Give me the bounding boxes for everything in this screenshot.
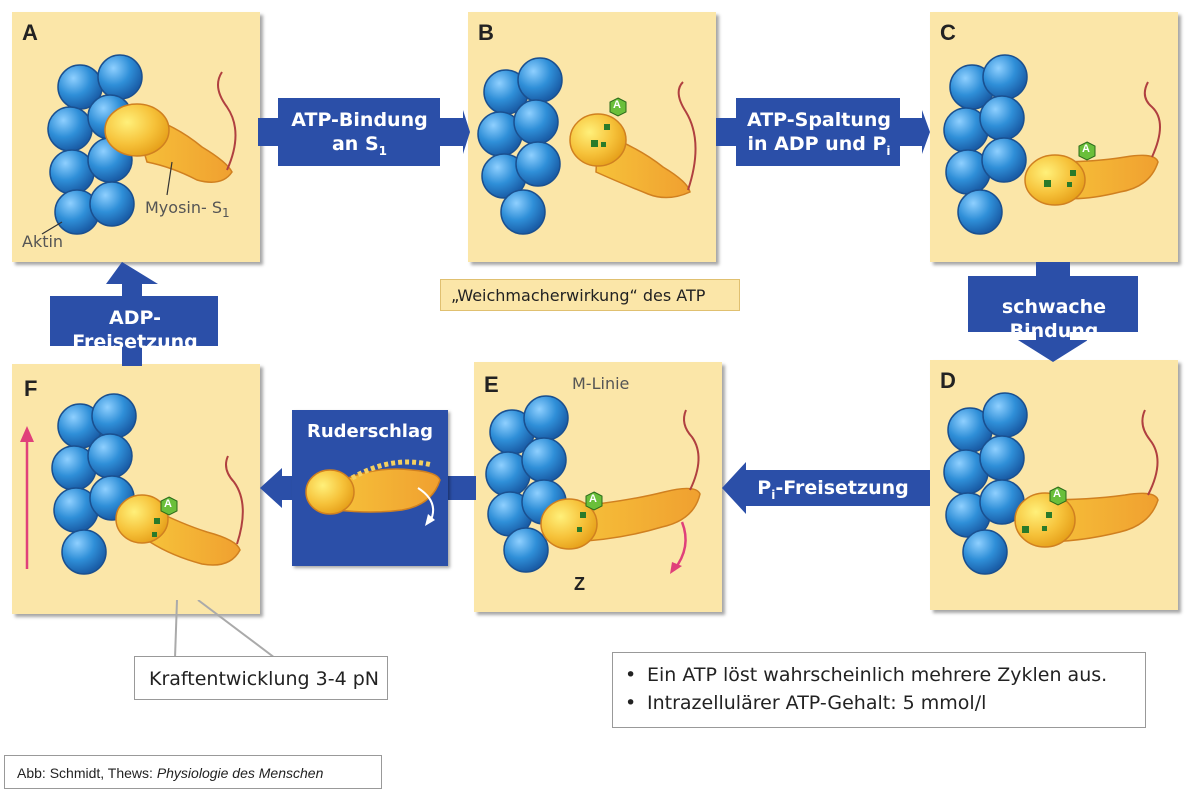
actomyosin-illustration-d xyxy=(943,392,1159,575)
weak-binding-label: schwache Bindung xyxy=(1001,296,1107,342)
panel-a: A Aktin Myosin- S1 xyxy=(12,12,260,262)
atp-hexagon-label: A xyxy=(164,498,172,510)
actin-filament xyxy=(485,395,569,573)
atp-cleavage-label: ATP-Spaltung in ADP und Pi xyxy=(746,109,892,158)
actomyosin-illustration-b xyxy=(477,57,697,235)
actomyosin-illustration-c xyxy=(943,54,1161,235)
atp-binding-label: ATP-Bindung an S1 xyxy=(291,109,428,158)
actin-filament xyxy=(943,392,1028,575)
myosin-s1 xyxy=(1024,81,1161,206)
atp-hexagon-label: A xyxy=(1053,488,1061,500)
panel-c: C A xyxy=(930,12,1178,262)
force-arrow xyxy=(20,426,34,569)
bullet-notes: •Ein ATP löst wahrscheinlich mehrere Zyk… xyxy=(612,652,1146,728)
citation: Abb: Schmidt, Thews: Physiologie des Men… xyxy=(4,755,382,789)
panel-d-label: D xyxy=(940,368,956,393)
arrow-right-atp-binding xyxy=(258,98,470,166)
power-stroke-illustration xyxy=(305,459,441,526)
adp-release-label: ADP-Freisetzung xyxy=(72,307,198,353)
arrow-right-atp-cleavage xyxy=(716,98,930,166)
panel-e-label: E xyxy=(484,372,499,397)
panel-c-label: C xyxy=(940,20,956,45)
myosin-s1 xyxy=(540,409,701,574)
bullet-item: •Ein ATP löst wahrscheinlich mehrere Zyk… xyxy=(625,664,1108,686)
panel-f-label: F xyxy=(24,376,38,401)
force-pointer-lines xyxy=(174,600,276,659)
atp-hexagon-label: A xyxy=(589,493,597,505)
force-note: Kraftentwicklung 3-4 pN xyxy=(134,656,388,700)
panel-b: B A xyxy=(468,12,716,262)
panel-b-label: B xyxy=(478,20,494,45)
actin-filament xyxy=(47,54,143,235)
myosin-s1 xyxy=(1014,409,1159,548)
z-line-label: Z xyxy=(574,574,585,594)
panel-d: D A xyxy=(930,360,1178,610)
panel-e: E M-Linie Z A xyxy=(474,362,722,612)
atp-hexagon-label: A xyxy=(1082,143,1090,155)
actomyosin-illustration-e xyxy=(485,395,701,574)
arrow-down-weak-binding xyxy=(968,262,1138,362)
actin-label: Aktin xyxy=(22,232,64,251)
plasticizer-note: „Weichmacherwirkung“ des ATP xyxy=(440,279,740,311)
actin-filament xyxy=(943,54,1028,235)
myosin-label: Myosin- S1 xyxy=(145,198,230,221)
panel-f: F A xyxy=(12,364,260,614)
myosin-s1 xyxy=(115,455,244,566)
pi-release-label: Pi-Freisetzung xyxy=(757,477,909,502)
actin-filament xyxy=(51,393,137,575)
arrow-up-adp-release xyxy=(50,262,218,366)
myosin-s1 xyxy=(569,81,697,199)
actomyosin-illustration-a xyxy=(41,54,237,235)
atp-hexagon-label: A xyxy=(613,99,621,111)
myosin-s1 xyxy=(104,71,237,183)
power-stroke-label: Ruderschlag xyxy=(306,421,434,442)
panel-a-label: A xyxy=(22,20,38,45)
actin-filament xyxy=(477,57,563,235)
arrow-left-pi-release xyxy=(722,462,930,514)
actomyosin-illustration-f xyxy=(20,393,244,575)
power-stroke-box: Ruderschlag xyxy=(292,410,448,566)
bullet-item: •Intrazellulärer ATP-Gehalt: 5 mmol/l xyxy=(625,692,987,714)
m-line-label: M-Linie xyxy=(572,374,630,393)
